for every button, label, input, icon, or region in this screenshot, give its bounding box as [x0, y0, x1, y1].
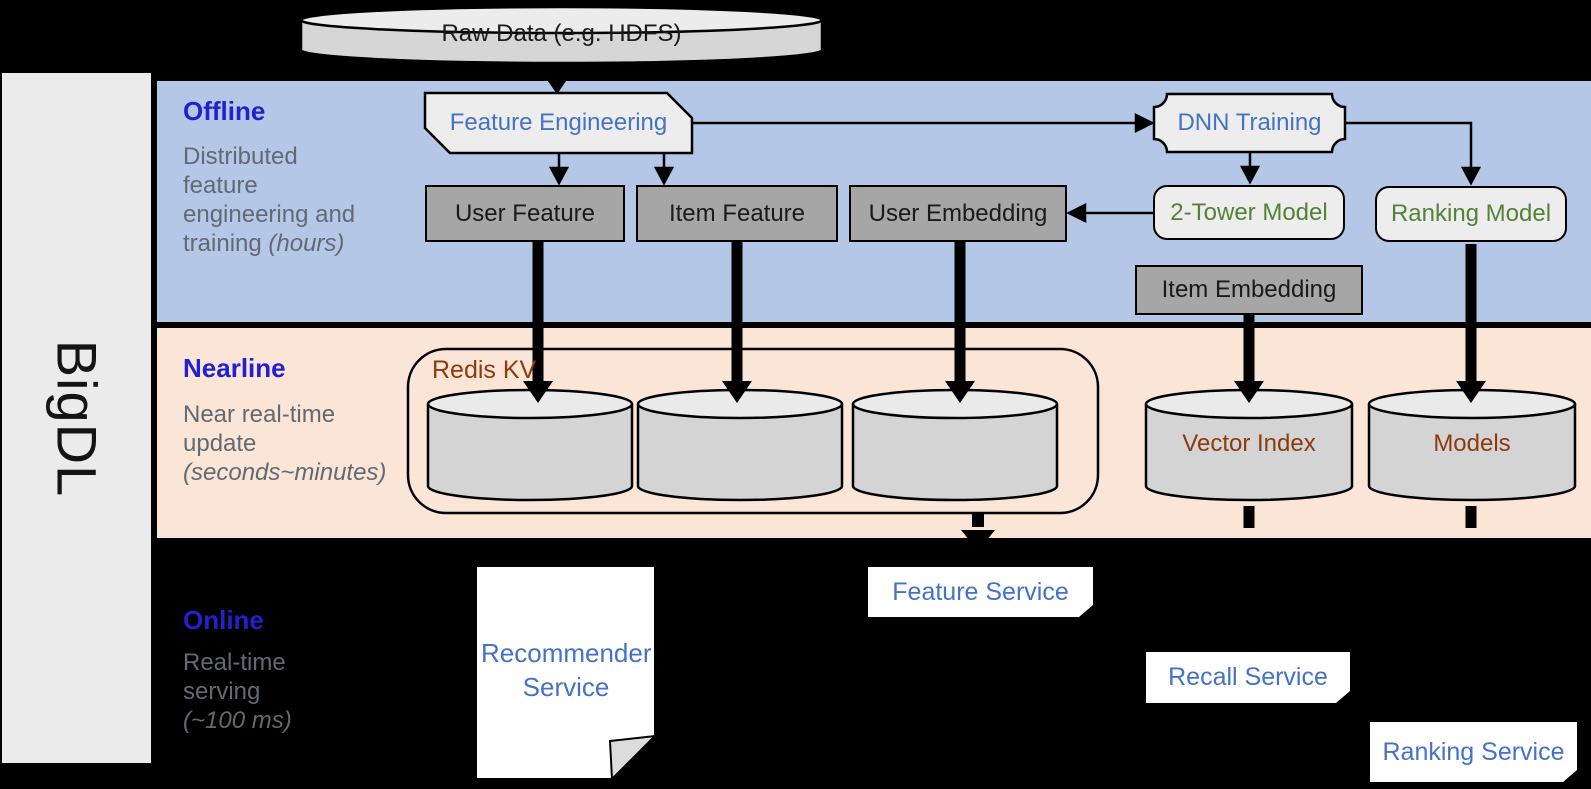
arrow-item-feature-to-redis — [722, 242, 752, 403]
dashed-arrow-redis-to-feature-service — [961, 513, 995, 551]
models-cylinder — [1367, 388, 1577, 502]
recommender-service-document — [475, 565, 658, 782]
offline-section-description: Distributed feature engineering and trai… — [183, 143, 356, 257]
arrow-ranking-model-to-models — [1456, 244, 1486, 403]
bigdl-sidebar: BigDL — [2, 73, 151, 763]
folded-corner-icon — [1563, 770, 1577, 782]
redis-cylinder-1 — [426, 388, 634, 502]
redis-kv-container — [406, 347, 1100, 515]
user-embedding-node: User Embedding — [849, 185, 1067, 242]
raw-data-label: Raw Data (e.g. HDFS) — [441, 20, 682, 47]
feature-service-node: Feature Service — [868, 567, 1093, 617]
dashed-arrow-models-to-ranking-service — [1464, 506, 1478, 551]
user-feature-node: User Feature — [425, 185, 625, 242]
ranking-service-node: Ranking Service — [1370, 722, 1577, 782]
arrow-fe-to-user-feature — [548, 153, 570, 186]
arrow-rawdata-to-feature-engineering — [543, 64, 571, 95]
arrow-fe-to-dnn-training — [692, 112, 1155, 134]
vector-index-label: Vector Index — [1182, 430, 1316, 457]
arrow-user-embedding-to-redis — [945, 242, 975, 403]
feature-engineering-shape — [423, 91, 694, 155]
offline-section-title: Offline — [183, 96, 266, 126]
two-tower-model-node: 2-Tower Model — [1153, 185, 1345, 240]
dnn-training-node: DNN Training — [1177, 109, 1322, 136]
dnn-training-shape — [1152, 92, 1347, 154]
raw-data-cylinder — [299, 5, 824, 65]
online-section-description: Real-time serving (~100 ms) — [183, 649, 292, 734]
arrow-user-feature-to-redis — [523, 242, 553, 403]
item-embedding-node: Item Embedding — [1135, 265, 1363, 315]
redis-cylinder-3 — [851, 388, 1059, 502]
recall-service-node: Recall Service — [1146, 652, 1350, 703]
arrow-dnn-to-two-tower — [1239, 152, 1261, 185]
vector-index-cylinder — [1144, 388, 1354, 502]
folded-corner-icon — [1079, 605, 1093, 617]
nearline-section-description: Near real-time update (seconds~minutes) — [183, 401, 387, 486]
models-label: Models — [1433, 430, 1511, 457]
online-section-title: Online — [183, 605, 264, 635]
dashed-arrow-vector-index-to-recall-service — [1242, 506, 1256, 551]
arrow-fe-to-item-feature — [653, 153, 675, 186]
folded-corner-icon — [1336, 691, 1350, 703]
ranking-model-node: Ranking Model — [1375, 186, 1567, 242]
arrow-item-embedding-to-vector-index — [1234, 315, 1264, 403]
nearline-section-title: Nearline — [183, 353, 286, 383]
redis-cylinder-2 — [636, 388, 844, 502]
recommender-service-label: Recommender Service — [481, 638, 652, 702]
feature-engineering-node: Feature Engineering — [449, 109, 668, 136]
arrow-dnn-to-ranking-model — [1345, 121, 1482, 186]
redis-kv-label: Redis KV — [432, 356, 537, 384]
arrow-two-tower-to-user-embedding — [1066, 202, 1153, 224]
item-feature-node: Item Feature — [636, 185, 838, 242]
